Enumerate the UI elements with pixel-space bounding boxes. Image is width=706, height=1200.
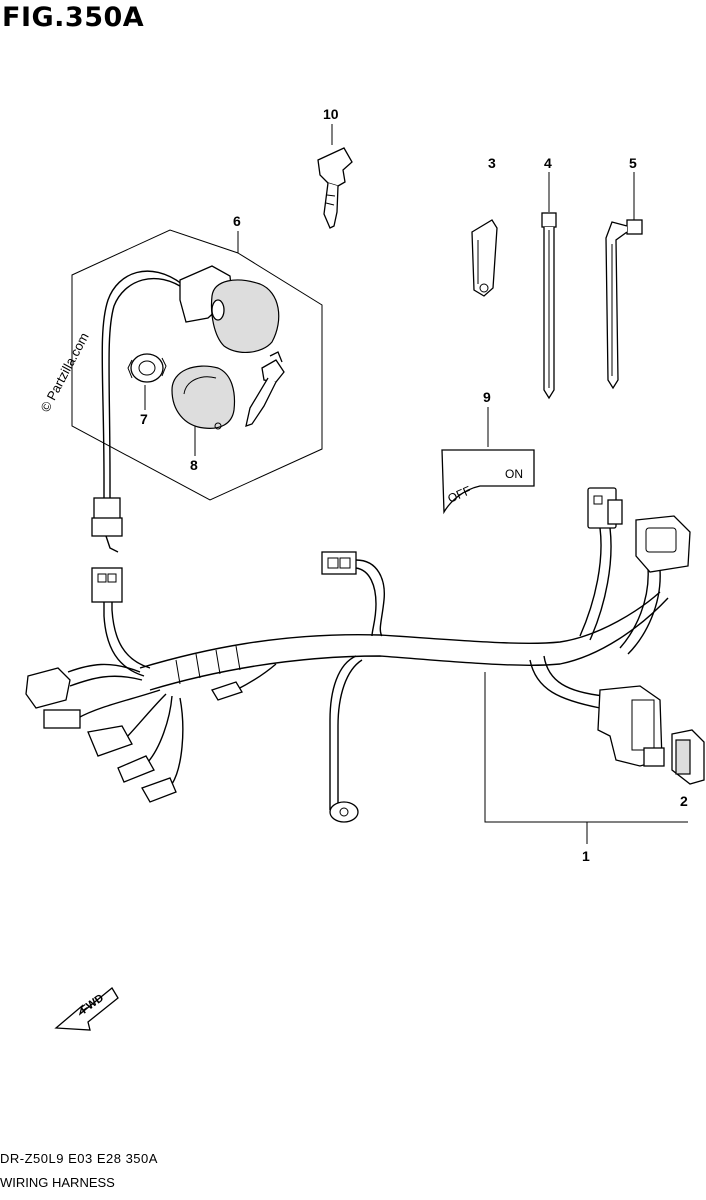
callout-4: 4 <box>544 155 552 212</box>
callout-5-label: 5 <box>629 155 637 171</box>
switch-cover-icon <box>171 365 236 430</box>
callout-10: 10 <box>323 106 339 145</box>
off-on-plate: OFF ON <box>441 449 535 515</box>
callout-7-label: 7 <box>140 411 148 427</box>
callout-2: 2 <box>680 793 688 809</box>
clip-tie-icon <box>605 219 643 390</box>
callout-4-label: 4 <box>544 155 552 171</box>
callout-1: 1 <box>484 672 688 864</box>
callout-9-label: 9 <box>483 389 491 405</box>
callout-5: 5 <box>629 155 637 220</box>
callout-6: 6 <box>233 213 241 253</box>
callout-3-label: 3 <box>488 155 496 171</box>
fuse-icon <box>671 729 705 785</box>
nut-icon <box>127 353 167 383</box>
watermark-text: © Partzilla.com <box>37 330 91 414</box>
callout-10-label: 10 <box>323 106 339 122</box>
bracket-icon <box>471 219 498 297</box>
callout-2-label: 2 <box>680 793 688 809</box>
on-label: ON <box>505 467 523 481</box>
callout-7: 7 <box>140 385 148 427</box>
figure-title: FIG.350A <box>2 2 145 33</box>
fwd-arrow-icon: FWD <box>54 987 119 1031</box>
section-name: WIRING HARNESS <box>0 1175 115 1190</box>
key-icon <box>317 147 353 229</box>
callout-3: 3 <box>488 155 496 171</box>
ignition-switch-assembly <box>71 229 323 501</box>
switch-connector <box>91 480 123 553</box>
main-wiring-harness <box>25 487 705 823</box>
cable-tie-icon <box>541 212 557 400</box>
callout-8: 8 <box>190 422 198 473</box>
model-code: DR-Z50L9 E03 E28 350A <box>0 1151 158 1166</box>
callout-1-label: 1 <box>582 848 590 864</box>
callout-8-label: 8 <box>190 457 198 473</box>
callout-6-label: 6 <box>233 213 241 229</box>
callout-9: 9 <box>483 389 491 447</box>
